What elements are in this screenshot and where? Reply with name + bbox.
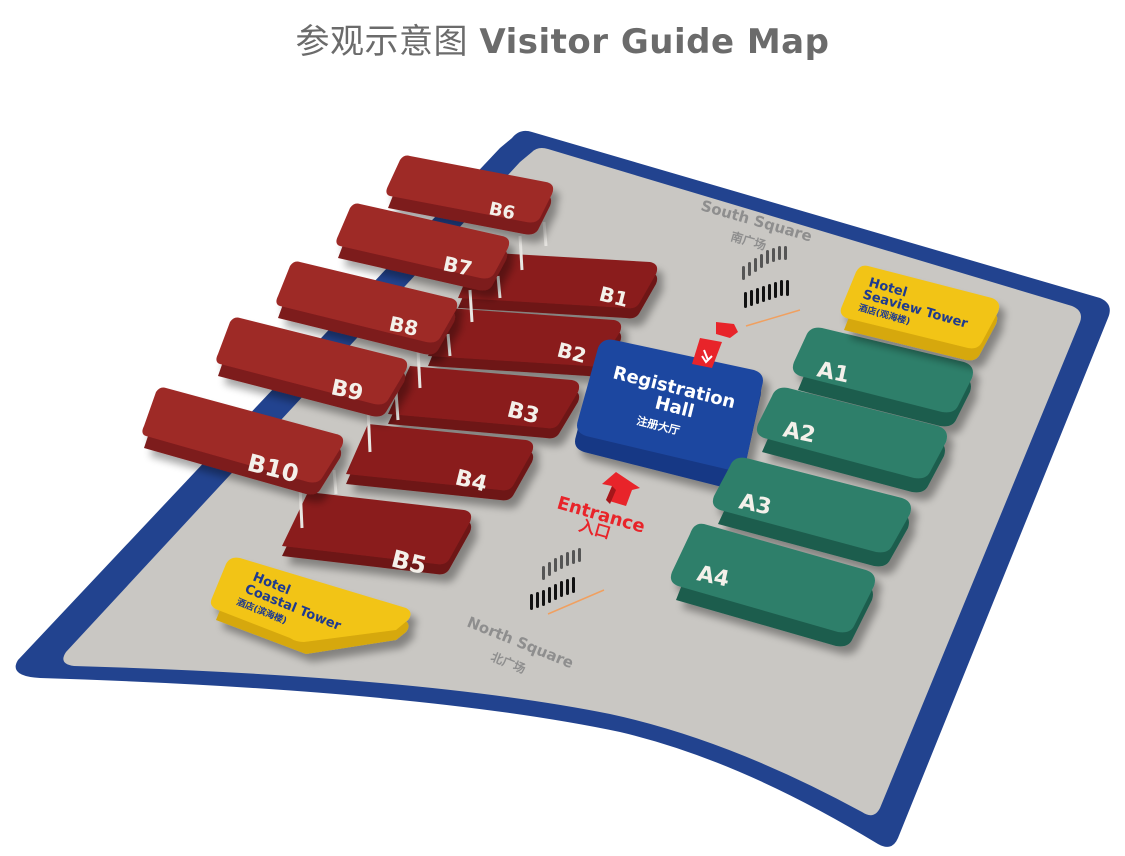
hall-b5[interactable]	[282, 492, 472, 575]
entrance-arrow-icon	[602, 472, 640, 506]
hotel-seaview-tower[interactable]	[840, 265, 1000, 361]
south-crowd-icon	[742, 246, 801, 327]
hall-a1[interactable]	[792, 327, 973, 427]
south-entrance-arrow-icon	[692, 322, 738, 368]
hall-b3[interactable]	[388, 366, 580, 439]
hall-b7[interactable]	[336, 203, 510, 291]
hall-b4[interactable]	[346, 424, 534, 501]
hall-b9[interactable]	[216, 317, 408, 417]
pillars	[298, 221, 548, 529]
hall-a4[interactable]	[670, 523, 875, 647]
hotel-coastal-tower[interactable]	[210, 557, 411, 654]
hall-b2[interactable]	[428, 308, 622, 377]
page-title-en: Visitor Guide Map	[479, 22, 830, 62]
north-crowd-icon	[530, 548, 605, 615]
hall-a3[interactable]	[712, 457, 911, 567]
hall-b1[interactable]	[458, 252, 658, 319]
hall-b6[interactable]	[386, 155, 554, 235]
hall-b8[interactable]	[276, 261, 458, 355]
hall-b10[interactable]	[142, 387, 344, 495]
hall-b7-label: B7	[441, 251, 475, 281]
registration-hall[interactable]	[575, 339, 763, 489]
page-title: 参观示意图 Visitor Guide Map	[0, 14, 1125, 63]
page-title-cn: 参观示意图	[295, 22, 469, 62]
hall-b8-label: B8	[387, 311, 421, 341]
hall-a2[interactable]	[756, 387, 947, 493]
